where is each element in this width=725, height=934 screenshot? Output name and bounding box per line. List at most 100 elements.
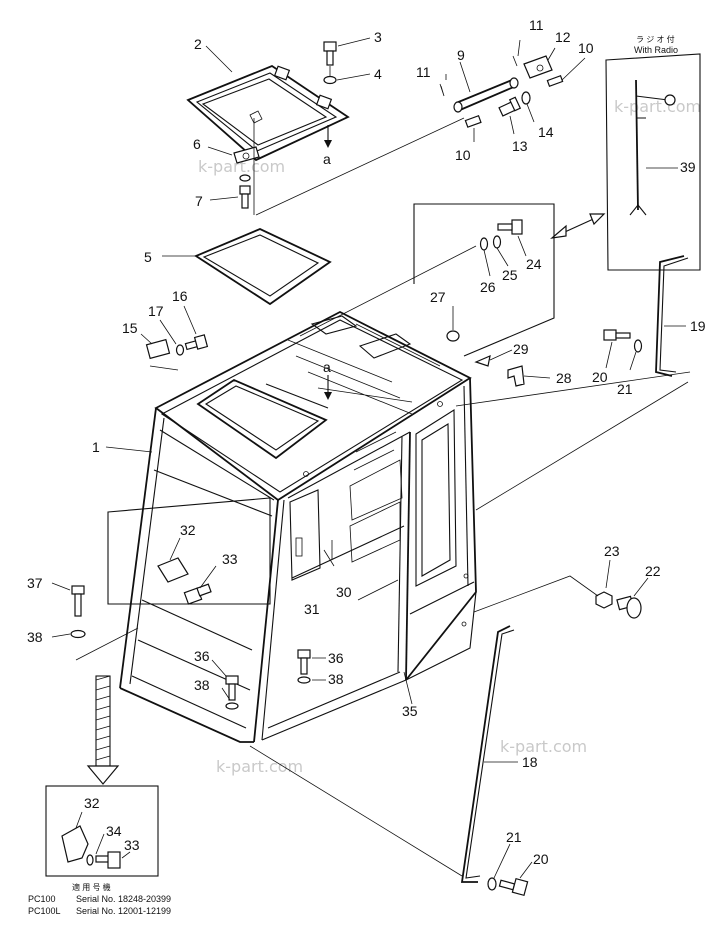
callout-24: 24 (526, 256, 542, 272)
bracket-part-12 (523, 55, 553, 79)
callout-38: 38 (328, 671, 344, 687)
bolt-part-37 (71, 585, 85, 617)
callout-14: 14 (538, 124, 554, 140)
callout-11: 11 (529, 17, 544, 33)
callout-36: 36 (328, 650, 344, 666)
bolt-part-36 (297, 649, 311, 675)
callout-4: 4 (374, 66, 382, 82)
antenna-part-39 (635, 79, 639, 211)
nut-part-27 (446, 330, 460, 342)
washer-part-38 (297, 676, 311, 684)
callout-38: 38 (27, 629, 43, 645)
bolt-part-13 (498, 96, 522, 117)
callout-28: 28 (556, 370, 572, 386)
pin-part-11 (512, 55, 518, 67)
callout-38: 38 (194, 677, 210, 693)
callout-34: 34 (106, 823, 122, 839)
double-arrow (550, 213, 606, 239)
washer (239, 174, 251, 182)
bolt-part-33 (183, 583, 212, 605)
model-pc100: PC100 (28, 894, 56, 904)
stay-part-9 (453, 77, 519, 113)
callout-17: 17 (148, 303, 164, 319)
clip-part-29 (474, 354, 491, 367)
hook-part-32 (61, 825, 89, 863)
washer-part-25 (492, 235, 502, 249)
callout-20: 20 (592, 369, 608, 385)
plug-part-22 (616, 595, 642, 619)
block-part-15 (145, 338, 171, 360)
callout-33: 33 (124, 837, 140, 853)
callout-12: 12 (555, 29, 571, 45)
callout-30: 30 (336, 584, 352, 600)
callout-22: 22 (645, 563, 661, 579)
callout-20: 20 (533, 851, 549, 867)
serial-pc100: Serial No. 18248-20399 (76, 894, 171, 904)
callout-39: 39 (680, 159, 696, 175)
washer-part-38 (70, 629, 86, 639)
bolt-part-36 (225, 675, 239, 701)
bracket-part-28 (507, 365, 525, 387)
nut-part-23 (595, 591, 613, 609)
ref-mark-a: a (323, 151, 331, 167)
radio-option-box: ラ ジ オ 付 With Radio (605, 34, 701, 271)
callout-25: 25 (502, 267, 518, 283)
model-pc100l: PC100L (28, 906, 61, 916)
variant-detail-box (45, 785, 159, 877)
detail-box (413, 203, 555, 357)
callout-2: 2 (194, 36, 202, 52)
bolt-part-33 (95, 851, 121, 869)
callout-35: 35 (402, 703, 418, 719)
callout-3: 3 (374, 29, 382, 45)
callout-16: 16 (172, 288, 188, 304)
pin-part-10 (546, 75, 564, 87)
roof-hatch-part-2 (186, 64, 350, 162)
pin-part-10 (464, 115, 482, 128)
striker-part-6 (233, 146, 260, 164)
callout-5: 5 (144, 249, 152, 265)
callout-29: 29 (513, 341, 529, 357)
washer-part-17 (175, 344, 185, 356)
callout-7: 7 (195, 193, 203, 209)
callout-26: 26 (480, 279, 496, 295)
callout-9: 9 (457, 47, 465, 63)
ref-mark-a: a (323, 359, 331, 375)
washer-part-21 (487, 877, 497, 891)
callout-33: 33 (222, 551, 238, 567)
bolt-part-16 (184, 334, 209, 351)
watermark: k-part.com (216, 757, 303, 776)
callout-10: 10 (578, 40, 594, 56)
hatch-seal-part-5 (194, 228, 332, 306)
callout-21: 21 (617, 381, 633, 397)
radio-label-en: With Radio (634, 45, 678, 55)
washer-part-38 (225, 702, 239, 710)
watermark: k-part.com (198, 157, 285, 176)
hook-part-32 (157, 557, 189, 583)
callout-6: 6 (193, 136, 201, 152)
callout-36: 36 (194, 648, 210, 664)
cab-frame-part-1 (119, 310, 477, 743)
callout-13: 13 (512, 138, 528, 154)
callout-10: 10 (455, 147, 471, 163)
radio-label-jp: ラ ジ オ 付 (636, 34, 675, 44)
handrail-part-18 (460, 625, 511, 883)
bolt-part-20 (603, 329, 631, 341)
watermark: k-part.com (500, 737, 587, 756)
callout-19: 19 (690, 318, 706, 334)
callout-18: 18 (522, 754, 538, 770)
bolt-part-7 (239, 185, 251, 209)
callout-21: 21 (506, 829, 522, 845)
bolt-part-3 (323, 41, 337, 66)
watermark: k-part.com (614, 97, 701, 116)
bolt-part-20 (498, 877, 529, 897)
washer-part-4 (323, 75, 337, 85)
callout-1: 1 (92, 439, 100, 455)
applicability-heading: 適 用 号 機 (72, 882, 111, 892)
direction-arrow (86, 675, 120, 785)
detail-box-lower (107, 497, 271, 605)
callout-11: 11 (416, 64, 431, 80)
callout-23: 23 (604, 543, 620, 559)
serial-pc100l: Serial No. 12001-12199 (76, 906, 171, 916)
callout-31: 31 (304, 601, 320, 617)
